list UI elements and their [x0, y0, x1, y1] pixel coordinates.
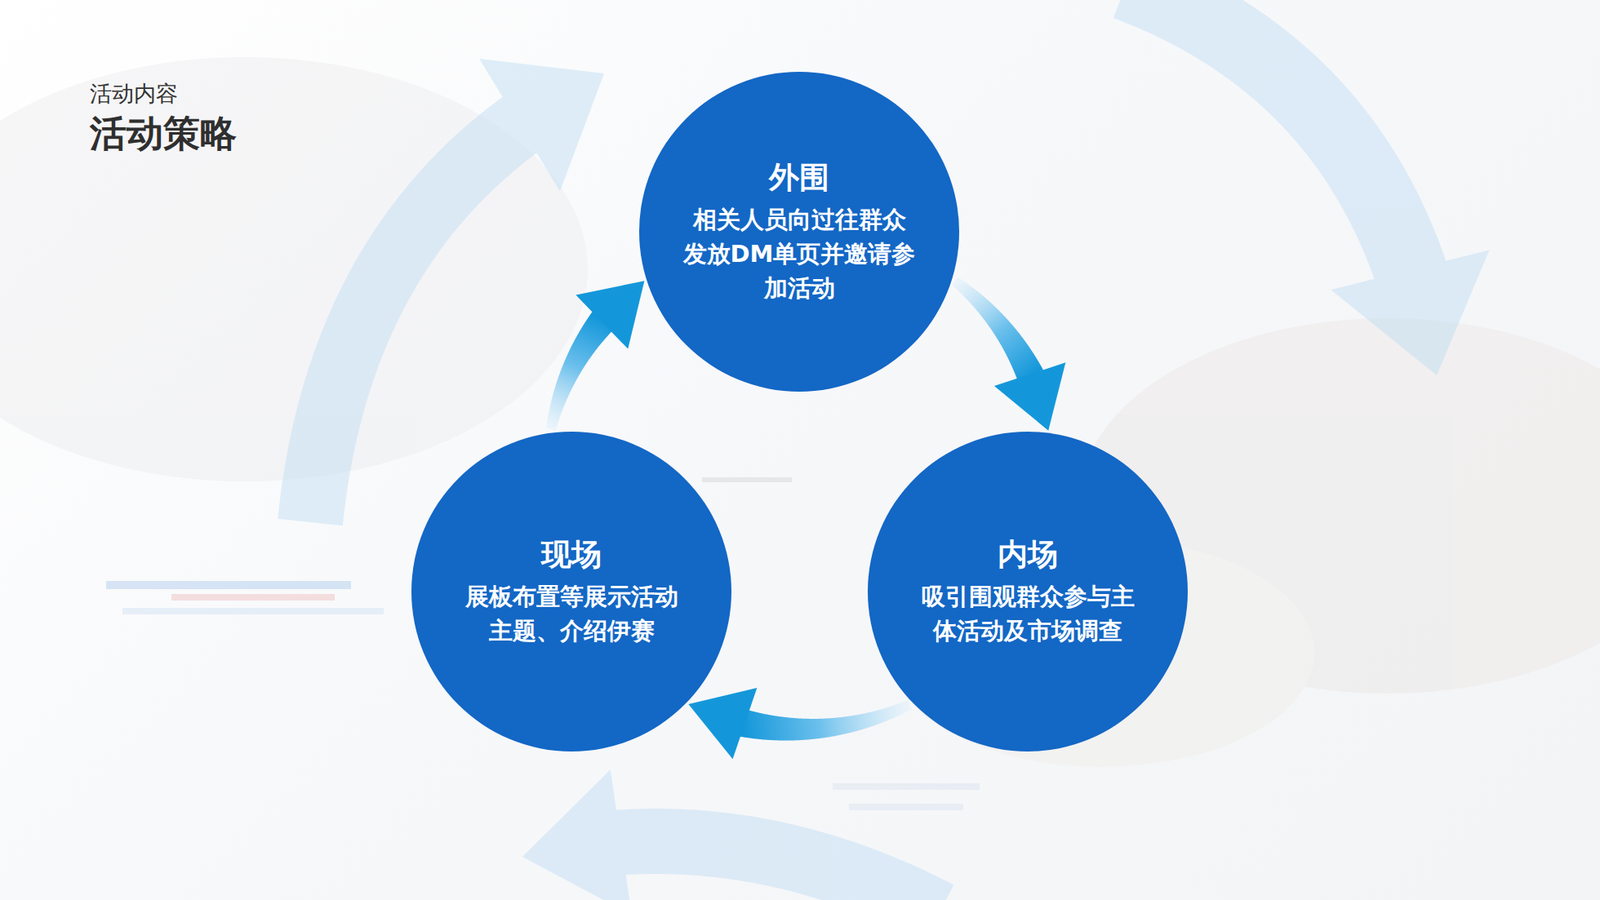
circle-body: 展板布置等展示活动主题、介绍伊赛	[455, 579, 689, 649]
strategy-circle: 内场吸引围观群众参与主体活动及市场调查	[867, 431, 1188, 752]
background-arrow	[522, 769, 939, 900]
flow-arrow-shaft	[546, 311, 614, 431]
flow-arrow-shaft	[740, 700, 913, 741]
chart-bar	[122, 608, 384, 615]
circle-fill	[639, 71, 960, 392]
flow-arrow-head	[688, 688, 757, 760]
circle-heading: 外围	[683, 158, 916, 198]
flow-arrow	[951, 277, 1066, 432]
chart-bar	[832, 783, 980, 791]
circle-body: 吸引围观群众参与主体活动及市场调查	[911, 579, 1145, 649]
slide-title: 活动策略	[89, 109, 237, 159]
circle-text: 内场吸引围观群众参与主体活动及市场调查	[911, 535, 1145, 649]
chart-bar	[106, 581, 352, 590]
background-arrow-head	[479, 58, 605, 192]
flow-arrow-shaft	[951, 277, 1044, 383]
background-arrow-shaft	[617, 841, 939, 900]
flow-arrow-head	[575, 280, 645, 349]
background-arrow	[1126, 0, 1489, 376]
background-arrow-head	[522, 769, 632, 900]
pen	[702, 477, 792, 483]
circle-body: 相关人员向过往群众发放DM单页并邀请参加活动	[683, 202, 916, 306]
chart-bar	[848, 804, 964, 811]
circle-text: 外围相关人员向过往群众发放DM单页并邀请参加活动	[683, 158, 916, 306]
circle-heading: 内场	[911, 535, 1145, 575]
background-arrow-head	[1330, 249, 1489, 376]
circle-text: 现场展板布置等展示活动主题、介绍伊赛	[455, 535, 689, 649]
circle-heading: 现场	[455, 535, 689, 575]
strategy-circle: 现场展板布置等展示活动主题、介绍伊赛	[411, 431, 732, 752]
flow-arrow-head	[994, 362, 1066, 431]
section-label: 活动内容	[89, 79, 178, 109]
flow-arrow	[546, 280, 645, 431]
circle-fill	[867, 431, 1188, 752]
background-arrow-shaft	[1126, 0, 1412, 275]
strategy-circle: 外围相关人员向过往群众发放DM单页并邀请参加活动	[639, 71, 960, 392]
circle-fill	[411, 431, 732, 752]
chart-bar	[171, 594, 335, 601]
flow-arrow	[688, 688, 912, 760]
